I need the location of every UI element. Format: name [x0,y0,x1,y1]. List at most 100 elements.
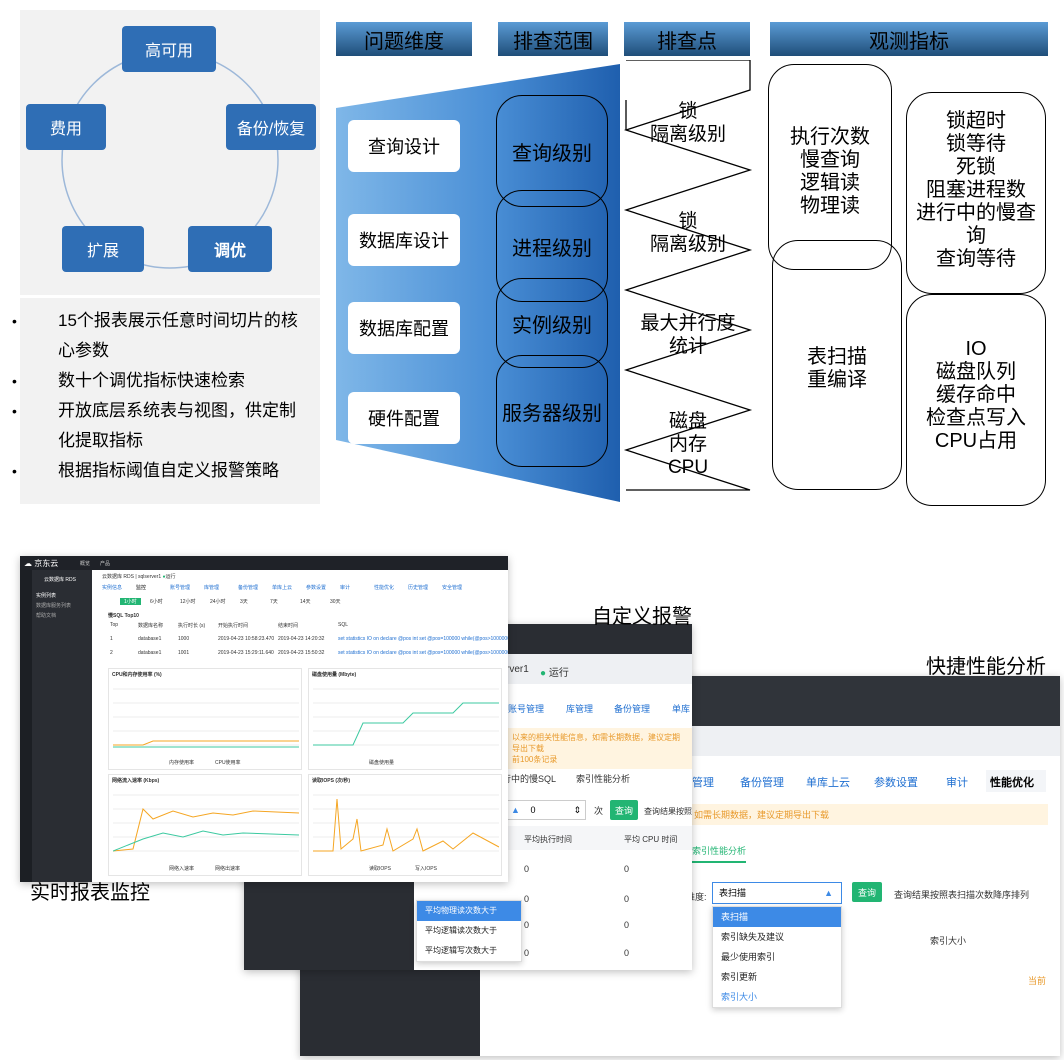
option-least-used-index[interactable]: 最少使用索引 [721,952,776,962]
subtab-running-slow-sql[interactable]: 行中的慢SQL [502,774,557,784]
header-metrics: 观测指标 [770,22,1048,56]
bullet-item: 根据指标阈值自定义报警策略 [12,456,320,486]
col-avg-cpu-time: 平均 CPU 时间 [624,835,678,844]
check-point-server: 磁盘 内存 CPU [624,410,752,479]
tab-account[interactable]: 账号管理 [508,704,545,714]
option-avg-physical-read[interactable]: 平均物理读次数大于 [417,901,521,921]
metric-box-right-top [906,92,1046,294]
chart-legend-item[interactable]: 内存使用率 [169,760,195,766]
chart-legend-item[interactable]: CPU使用率 [215,760,241,766]
tab-item[interactable]: 参数设置 [306,585,327,591]
tab-item[interactable]: 监控 [136,585,147,591]
table-cell[interactable]: set statistics IO on declare @pos int se… [338,650,508,656]
option-index-size[interactable]: 索引大小 [721,992,758,1002]
tab-params[interactable]: 参数设置 [874,777,918,789]
option-avg-logical-write[interactable]: 平均逻辑写次数大于 [425,946,497,955]
check-point-line: 统计 [668,336,707,357]
metric-line: IO [965,338,987,360]
select-value: 表扫描 [719,888,747,898]
metric-line: 锁等待 [946,133,1006,155]
time-range-tab[interactable]: 6小时 [150,599,163,605]
monitor-chart: 网络流入速率 (Kbps)网络入速率网络出速率 [108,774,302,876]
threshold-stepper[interactable]: ▲ 0 ⇕ [506,800,586,820]
time-range-tab[interactable]: 14天 [300,599,311,605]
option-table-scan[interactable]: 表扫描 [713,907,841,927]
tab-item[interactable]: 审计 [340,585,351,591]
metric-line: 慢查询 [800,149,860,171]
subtab-index-analysis[interactable]: 索引性能分析 [576,774,631,784]
sidebar-item-docs[interactable]: 帮助文档 [36,613,57,619]
time-range-tab[interactable]: 30天 [330,599,341,605]
tab-db-manage[interactable]: 库管理 [566,704,594,714]
screenshot-realtime-monitor: ☁ 京东云 概览 产品 云数据库 RDS 实例列表 数据库服务列表 帮助文档 云… [20,556,508,882]
time-range-tab[interactable]: 24小时 [210,599,226,605]
metric-line: 物理读 [800,195,860,217]
option-avg-logical-read[interactable]: 平均逻辑读次数大于 [425,926,497,935]
chart-legend-item[interactable]: 写入IOPS [415,866,437,872]
cloud-logo-icon: ☁ [24,559,32,568]
header-problem-dimension: 问题维度 [336,22,472,56]
status-dot-icon: ● [162,574,166,580]
tab-item[interactable]: 账号管理 [170,585,191,591]
query-button[interactable]: 查询 [610,800,638,820]
tab-item[interactable]: 性能优化 [374,585,395,591]
tab-backup[interactable]: 备份管理 [614,704,651,714]
nav-products[interactable]: 产品 [100,561,111,567]
tab-single-db-cloud[interactable]: 单库上云 [806,777,850,789]
chart-legend-item[interactable]: 磁盘使用量 [369,760,395,766]
tab-manage[interactable]: 管理 [692,777,714,789]
tab-single-db[interactable]: 单库 [672,704,691,714]
tab-item[interactable]: 备份管理 [238,585,259,591]
check-point-instance: 最大并行度 统计 [624,312,752,358]
table-header-cell: 开始执行时间 [218,623,249,629]
stepper-value: 0 [530,805,536,815]
tab-item[interactable]: 单库上云 [272,585,293,591]
check-point-process: 锁 隔离级别 [624,210,752,256]
chart-plot [313,794,499,852]
warning-line: 以来的相关性能信息，如需长期数据，建议定期导出下载 [512,733,680,753]
instance-name: rver1 [506,664,529,675]
tab-bar: 实例信息 监控 账号管理 库管理 备份管理 单库上云 参数设置 审计 性能优化 历史管理 安全管理 [102,584,502,594]
dimension-select[interactable]: 表扫描 ▲ [712,882,842,904]
tab-perf-optimize[interactable]: 性能优化 [986,770,1046,792]
chart-series-line [313,702,499,746]
chart-title: 读取IOPS (次/秒) [312,778,351,784]
metric-line: 执行次数 [790,126,870,148]
tab-backup[interactable]: 备份管理 [740,777,784,789]
category-database-design: 数据库设计 [348,214,460,266]
sidebar-item-instances[interactable]: 实例列表 [36,593,57,599]
chart-legend-item[interactable]: 读取IOPS [369,866,391,872]
table-cell: 1001 [178,650,190,656]
table-cell[interactable]: set statistics IO on declare @pos int se… [338,636,508,642]
nav-overview[interactable]: 概览 [80,561,91,567]
tab-item[interactable]: 安全管理 [442,585,463,591]
tab-audit[interactable]: 审计 [946,777,968,789]
chart-plot [113,688,299,748]
sidebar-item-services[interactable]: 数据库服务列表 [36,603,72,609]
table-cell: 0 [524,864,530,874]
option-index-update[interactable]: 索引更新 [721,972,758,982]
query-button[interactable]: 查询 [852,882,882,902]
tab-item[interactable]: 实例信息 [102,585,123,591]
chart-plot [113,794,299,852]
tab-item[interactable]: 历史管理 [408,585,429,591]
time-range-tab[interactable]: 3天 [240,599,248,605]
subtab-index-analysis[interactable]: 索引性能分析 [692,844,747,863]
time-range-tab[interactable]: 7天 [270,599,278,605]
check-point-line: 锁 [678,101,698,122]
tab-item[interactable]: 库管理 [204,585,220,591]
spin-icon[interactable]: ⇕ [573,805,581,815]
option-missing-index[interactable]: 索引缺失及建议 [721,932,785,942]
chart-legend-item[interactable]: 网络出速率 [215,866,241,872]
dimension-dropdown: 表扫描 索引缺失及建议 最少使用索引 索引更新 索引大小 [712,906,842,1008]
table-header-cell: SQL [338,622,349,628]
chart-legend-item[interactable]: 网络入速率 [169,866,195,872]
time-range-tab[interactable]: 12小时 [180,599,196,605]
sidebar: 云数据库 RDS 实例列表 数据库服务列表 帮助文档 [32,570,92,882]
check-point-line: 最大并行度 [640,313,736,334]
time-range-tab[interactable]: 1小时 [120,598,141,605]
brand-logo[interactable]: ☁ 京东云 [24,558,58,569]
monitor-chart: 读取IOPS (次/秒) 读取IOPS 写入IOPS [308,774,502,876]
